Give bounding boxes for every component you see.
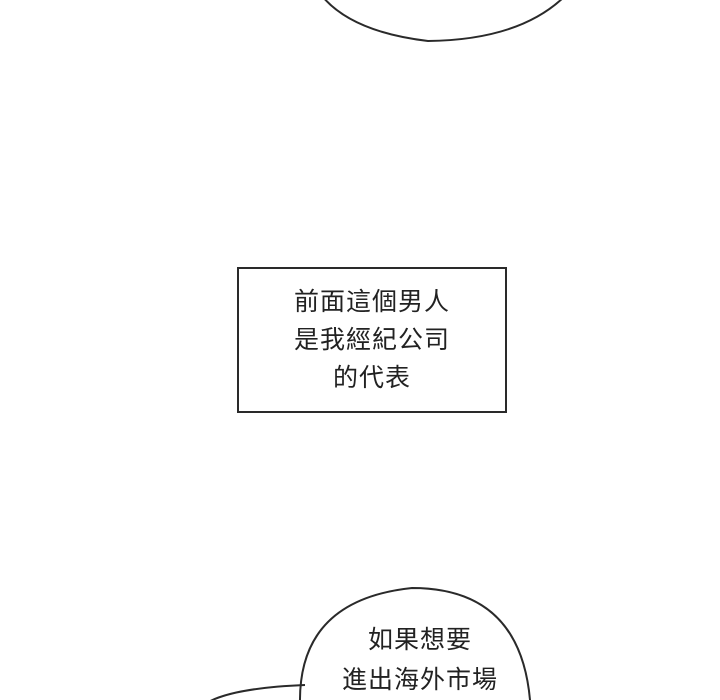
narration-line: 是我經紀公司 <box>293 325 450 354</box>
speech-line: 如果想要 <box>367 625 472 654</box>
speech-bubble-text: 如果想要 進出海外市場 <box>310 620 530 700</box>
narration-line: 前面這個男人 <box>293 287 450 316</box>
speech-bubble-top <box>324 0 563 43</box>
speech-bubble-tail <box>210 684 306 700</box>
narration-box: 前面這個男人 是我經紀公司 的代表 <box>237 267 507 413</box>
speech-bubble-bottom <box>299 586 531 700</box>
narration-line: 的代表 <box>332 363 411 392</box>
speech-line: 進出海外市場 <box>341 665 498 694</box>
